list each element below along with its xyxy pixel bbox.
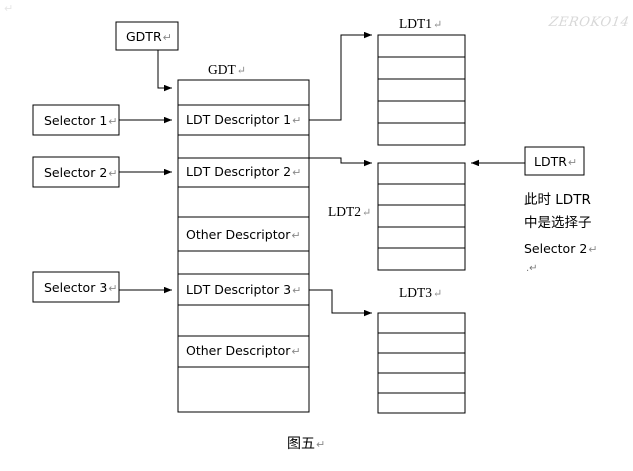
selector-3-box-outline — [32, 271, 120, 303]
selector-1-label-text: Selector 1 — [44, 113, 108, 128]
gdt-cell-ldt-descriptor-2: LDT Descriptor 2↵ — [186, 165, 301, 179]
gdt-cell-label: LDT Descriptor 1 — [186, 112, 292, 127]
ldt3-title: LDT3↵ — [399, 285, 442, 301]
ldtr-annotation-selector: Selector 2 — [524, 241, 588, 256]
ldtr-annotation-line-4: .↵ — [526, 263, 538, 274]
selector-3-pilcrow: ↵ — [108, 282, 118, 295]
corner-mark: ↵ — [4, 2, 14, 15]
ldt2-title: LDT2↵ — [328, 204, 371, 220]
ldtr-annotation-line-2: 中是选择子 — [524, 215, 592, 231]
gdtr-label: GDTR↵ — [126, 29, 172, 44]
gdt-cell-pilcrow: ↵ — [291, 229, 301, 242]
descriptor1-to-ldt1-connector — [309, 31, 372, 121]
descriptor3-to-ldt3-connector — [309, 289, 372, 317]
selector-2-label-text: Selector 2 — [44, 165, 108, 180]
ldtr-annotation-pilcrow: ↵ — [588, 243, 598, 256]
ldtr-pilcrow: ↵ — [567, 156, 578, 169]
gdt-cell-pilcrow: ↵ — [291, 345, 301, 358]
figure-caption-text: 图五 — [287, 436, 315, 452]
gdt-cell-pilcrow: ↵ — [292, 114, 302, 127]
gdt-cell-ldt-descriptor-1: LDT Descriptor 1↵ — [186, 113, 301, 127]
gdt-cell-pilcrow: ↵ — [292, 284, 302, 297]
figure-caption-pilcrow: ↵ — [316, 438, 326, 451]
descriptor2-to-ldt2-connector — [309, 157, 372, 167]
ldt1-title: LDT1↵ — [399, 16, 442, 32]
ldtr-annotation-line-1: 此时 LDTR — [524, 192, 591, 208]
gdt-cell-label: LDT Descriptor 2 — [186, 164, 292, 179]
selector-2-pilcrow: ↵ — [108, 167, 118, 180]
gdt-cell-ldt-descriptor-3: LDT Descriptor 3↵ — [186, 283, 301, 297]
ldt2-title-text: LDT2 — [328, 204, 361, 219]
selector-3-label-text: Selector 3 — [44, 280, 108, 295]
ldt1-title-pilcrow: ↵ — [433, 19, 443, 31]
gdt-cell-label: LDT Descriptor 3 — [186, 282, 292, 297]
ldt2-table-outline — [377, 162, 466, 271]
selector-2-label: Selector 2↵ — [44, 165, 118, 180]
ldtr-box-outline — [524, 146, 585, 176]
ldt3-table-outline — [377, 312, 466, 414]
ldt3-title-text: LDT3 — [399, 285, 432, 300]
gdtr-box-outline — [115, 21, 179, 51]
gdtr-to-gdt-connector — [157, 50, 172, 92]
watermark: ZEROKO14 — [547, 15, 631, 30]
gdt-cell-pilcrow: ↵ — [292, 166, 302, 179]
gdtr-label-text: GDTR — [126, 29, 162, 44]
gdt-title-text: GDT — [208, 62, 236, 77]
ldt2-title-pilcrow: ↵ — [362, 207, 372, 219]
figure-caption: 图五↵ — [287, 433, 325, 453]
gdt-cell-other-descriptor-2: Other Descriptor↵ — [186, 344, 301, 358]
selector-3-label: Selector 3↵ — [44, 280, 118, 295]
ldt1-title-text: LDT1 — [399, 16, 432, 31]
ldtr-annotation-line-3: Selector 2↵ — [524, 238, 598, 260]
selector-1-label: Selector 1↵ — [44, 113, 118, 128]
gdt-cell-label: Other Descriptor — [186, 227, 291, 242]
gdt-cell-label: Other Descriptor — [186, 343, 291, 358]
ldtr-label-text: LDTR — [534, 154, 567, 169]
gdtr-pilcrow: ↵ — [162, 31, 172, 44]
selector-1-pilcrow: ↵ — [108, 115, 118, 128]
gdt-title: GDT↵ — [208, 62, 246, 78]
ldt3-title-pilcrow: ↵ — [433, 288, 443, 300]
gdt-cell-other-descriptor-1: Other Descriptor↵ — [186, 228, 301, 242]
ldt1-table-outline — [377, 34, 466, 146]
gdt-title-pilcrow: ↵ — [236, 65, 246, 77]
ldtr-label: LDTR↵ — [534, 154, 577, 169]
gdt-table-outline — [177, 79, 310, 413]
